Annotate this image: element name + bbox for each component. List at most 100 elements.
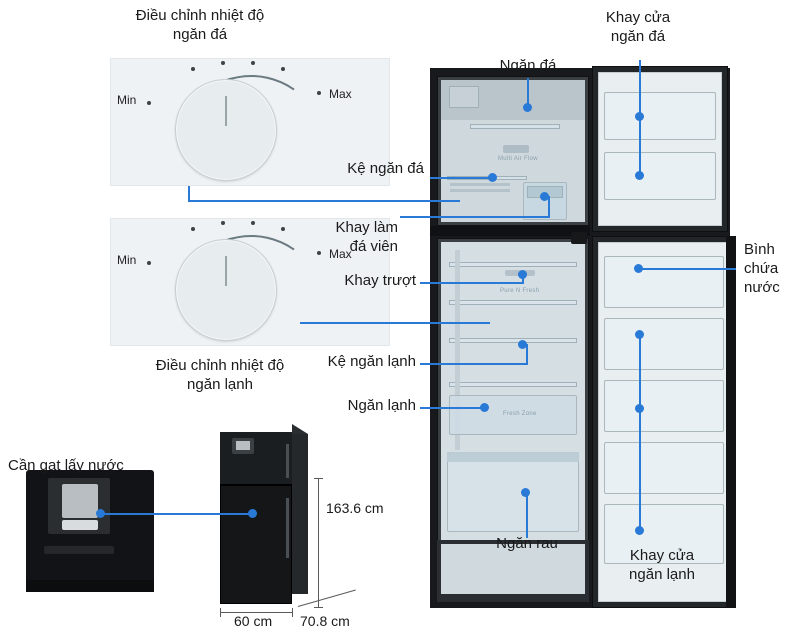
dot-fridge-compartment: [480, 403, 489, 412]
connector-freezer-compartment: [527, 78, 529, 108]
label-water-tank: Bình chứa nước: [744, 241, 780, 296]
mini-fridge-handle-bottom: [286, 498, 289, 558]
connector-ice-tray-h: [400, 216, 550, 218]
fridge-tick-4: [281, 227, 285, 231]
dot-freezer-shelf: [488, 173, 497, 182]
label-ice-tray: Khay làm đá viên: [335, 219, 398, 255]
label-fridge-shelf: Kệ ngăn lạnh: [327, 353, 416, 370]
height-dim-cap-top: [314, 478, 323, 479]
mini-fridge-freezer-door: [220, 432, 292, 486]
fridge-tick-2: [221, 221, 225, 225]
fridge-bottom-panel: [441, 544, 585, 594]
freezer-shelf-glass: [470, 124, 560, 129]
fridge-shelf-3: [449, 338, 577, 343]
fridge-door-tray-4: [604, 504, 724, 564]
dot-ice-tray: [540, 192, 549, 201]
label-water-lever: Cần gạt lấy nước: [8, 457, 124, 474]
freezer-tick-1: [191, 67, 195, 71]
freezer-tick-2: [221, 61, 225, 65]
freezer-wire-1: [450, 183, 510, 186]
fridge-tick-min: [147, 261, 151, 265]
dot-water-lever-left: [96, 509, 105, 518]
dot-sliding-tray: [518, 270, 527, 279]
connector-fridge-shelf-h: [420, 363, 528, 365]
fridge-shelf-4: [449, 382, 577, 387]
dot-fridge-door-tray-1: [635, 330, 644, 339]
freezer-door-tray-2: [604, 152, 716, 200]
label-freezer-temp-knob: Điều chỉnh nhiệt độ ngăn đá: [135, 7, 265, 43]
width-dim-cap-right: [292, 608, 293, 617]
dot-fridge-door-tray-3: [635, 526, 644, 535]
label-fridge-temp-knob: Điều chỉnh nhiệt độ ngăn lạnh: [155, 357, 285, 393]
depth-dim-text: 70.8 cm: [300, 613, 350, 629]
fridge-knob-dial[interactable]: [175, 239, 277, 341]
height-dim-text: 163.6 cm: [326, 500, 384, 516]
dot-vegetable-drawer: [521, 488, 530, 497]
freezer-wire-2: [450, 189, 510, 192]
pure-n-fresh-text: Pure N Fresh: [500, 288, 540, 294]
mini-fridge-top-bevel: [292, 424, 308, 434]
dot-fridge-door-tray-2: [635, 404, 644, 413]
height-dim-cap-bottom: [314, 607, 323, 608]
fridge-tick-max: [317, 251, 321, 255]
fridge-door-edge: [726, 236, 736, 608]
fridge-shelf-2: [449, 300, 577, 305]
freezer-tick-3: [251, 61, 255, 65]
fresh-zone-text: Fresh Zone: [503, 411, 537, 417]
dot-water-lever-right: [248, 509, 257, 518]
width-dim-cap-left: [220, 608, 221, 617]
connector-fridge-compartment: [420, 407, 486, 409]
fridge-door-tray-3: [604, 442, 724, 494]
dot-freezer-compartment: [523, 103, 532, 112]
connector-freezer-shelf: [430, 177, 492, 179]
freezer-tick-4: [281, 67, 285, 71]
dot-water-tank: [634, 264, 643, 273]
air-flow-grille: [503, 145, 529, 153]
multi-air-flow-text: Multi Air Flow: [498, 156, 538, 162]
fresh-zone-drawer: [449, 395, 577, 435]
connector-knob1-v: [188, 186, 190, 202]
freezer-tick-min: [147, 101, 151, 105]
water-tank-bin: [604, 380, 724, 432]
dot-fridge-shelf: [518, 340, 527, 349]
connector-freezer-door-tray-b: [639, 118, 641, 176]
freezer-knob-max-label: Max: [329, 87, 352, 101]
fridge-door-tray-1: [604, 256, 724, 308]
door-latch: [571, 232, 587, 244]
fridge-knob-max-label: Max: [329, 247, 352, 261]
width-dim-line: [220, 612, 292, 613]
fridge-tick-3: [251, 221, 255, 225]
dispenser-drip-tray: [44, 546, 114, 554]
freezer-knob-min-label: Min: [117, 93, 137, 107]
connector-sliding-tray-v: [522, 275, 524, 283]
connector-ice-tray-v: [548, 196, 550, 218]
dispenser-base: [26, 580, 154, 592]
label-fridge-compartment: Ngăn lạnh: [347, 397, 416, 414]
connector-vegetable-drawer: [526, 492, 528, 538]
dispenser-lever[interactable]: [62, 520, 98, 530]
fridge-shelf-1: [449, 262, 577, 267]
mini-fridge-dispenser-metal: [236, 441, 250, 450]
vegetable-drawer: [447, 452, 579, 532]
dot-freezer-door-tray-2: [635, 171, 644, 180]
freezer-door-tray-1: [604, 92, 716, 140]
dispenser-metal-plate: [62, 484, 98, 518]
connector-knob1-h: [188, 200, 460, 202]
fridge-knob-panel: Min Max: [110, 218, 390, 400]
fridge-door-tray-2: [604, 318, 724, 370]
fridge-knob-min-label: Min: [117, 253, 137, 267]
vegetable-drawer-lip: [447, 452, 579, 462]
connector-fridge-door-tray: [639, 334, 641, 532]
connector-water-lever: [100, 513, 252, 515]
connector-water-tank: [640, 268, 736, 270]
freezer-knob-dial[interactable]: [175, 79, 277, 181]
connector-fridge-shelf-v: [526, 344, 528, 364]
mini-fridge-side: [292, 434, 308, 594]
label-sliding-tray: Khay trượt: [344, 272, 416, 289]
label-freezer-door-tray: Khay cửa ngăn đá: [605, 9, 671, 45]
connector-freezer-door-tray-a: [639, 60, 641, 118]
fridge-tick-1: [191, 227, 195, 231]
label-freezer-shelf: Kệ ngăn đá: [347, 160, 424, 177]
freezer-knob-panel: Min Max: [110, 58, 390, 240]
